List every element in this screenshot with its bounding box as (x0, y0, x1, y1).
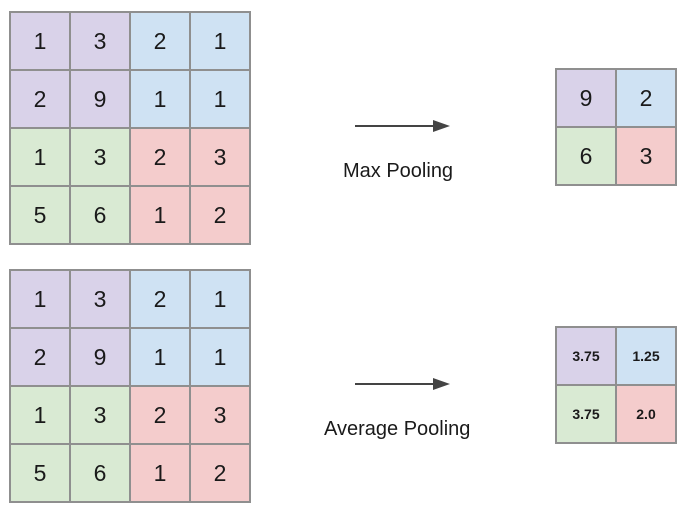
output-cell: 3.75 (556, 385, 616, 443)
input-cell: 5 (10, 444, 70, 502)
input-cell: 2 (130, 12, 190, 70)
input-cell: 1 (190, 270, 250, 328)
output-cell: 1.25 (616, 327, 676, 385)
input-cell: 1 (10, 12, 70, 70)
input-cell: 2 (10, 70, 70, 128)
input-cell: 1 (130, 186, 190, 244)
output-cell: 3 (616, 127, 676, 185)
max-pooling-input-matrix: 1 3 2 1 2 9 1 1 1 3 2 3 5 6 1 2 (9, 11, 251, 245)
input-cell: 1 (190, 12, 250, 70)
input-cell: 9 (70, 70, 130, 128)
max-pooling-output-matrix: 9 2 6 3 (555, 68, 677, 186)
right-arrow-icon (355, 378, 450, 390)
input-cell: 9 (70, 328, 130, 386)
output-cell: 2 (616, 69, 676, 127)
input-cell: 2 (130, 128, 190, 186)
input-cell: 2 (130, 386, 190, 444)
input-cell: 1 (190, 70, 250, 128)
input-cell: 2 (130, 270, 190, 328)
input-cell: 1 (130, 328, 190, 386)
output-cell: 9 (556, 69, 616, 127)
input-cell: 2 (10, 328, 70, 386)
input-cell: 1 (130, 444, 190, 502)
output-cell: 6 (556, 127, 616, 185)
right-arrow-icon (355, 120, 450, 132)
average-pooling-label: Average Pooling (324, 418, 471, 440)
average-pooling-input-matrix: 1 3 2 1 2 9 1 1 1 3 2 3 5 6 1 2 (9, 269, 251, 503)
input-cell: 2 (190, 444, 250, 502)
input-cell: 3 (190, 128, 250, 186)
input-cell: 3 (70, 270, 130, 328)
average-pooling-output-matrix: 3.75 1.25 3.75 2.0 (555, 326, 677, 444)
input-cell: 1 (10, 270, 70, 328)
max-pooling-label: Max Pooling (343, 160, 454, 182)
input-cell: 1 (130, 70, 190, 128)
input-cell: 3 (70, 12, 130, 70)
input-cell: 3 (70, 386, 130, 444)
input-cell: 1 (190, 328, 250, 386)
input-cell: 6 (70, 444, 130, 502)
input-cell: 3 (70, 128, 130, 186)
output-cell: 3.75 (556, 327, 616, 385)
input-cell: 1 (10, 386, 70, 444)
input-cell: 3 (190, 386, 250, 444)
input-cell: 6 (70, 186, 130, 244)
output-cell: 2.0 (616, 385, 676, 443)
input-cell: 5 (10, 186, 70, 244)
input-cell: 1 (10, 128, 70, 186)
input-cell: 2 (190, 186, 250, 244)
